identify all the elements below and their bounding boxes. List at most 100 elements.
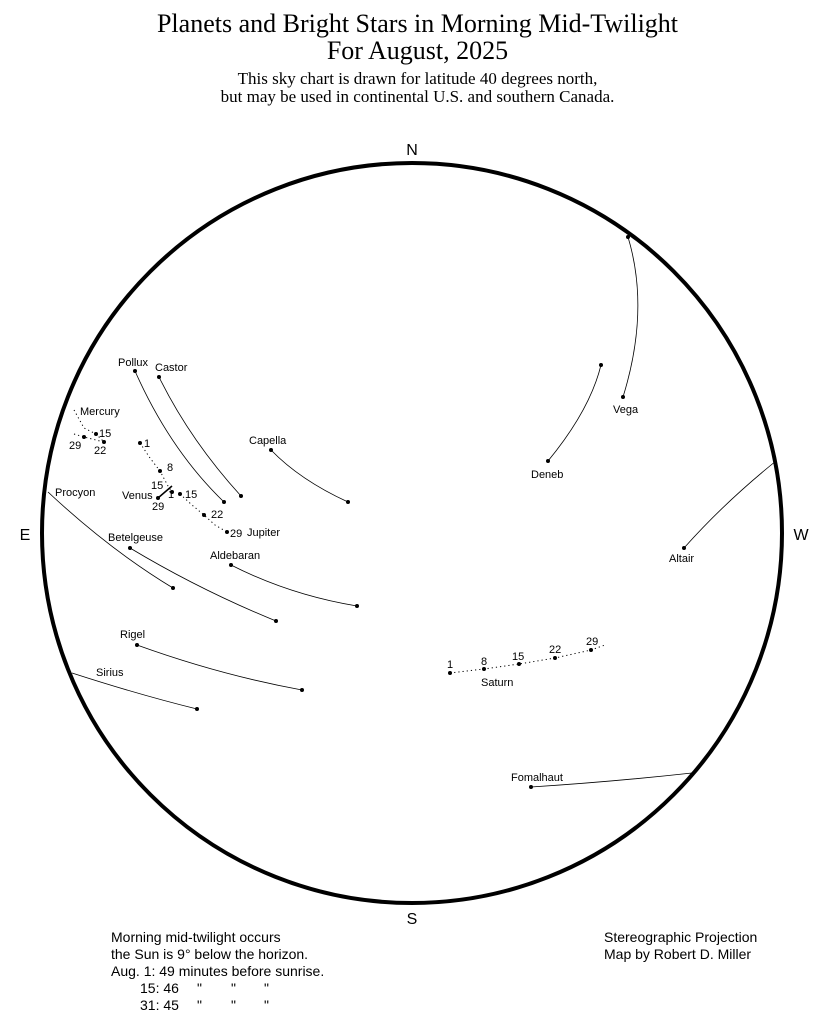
saturn-29-point [589, 648, 593, 652]
fomalhaut-point [529, 785, 533, 789]
rigel-track [136, 644, 303, 691]
saturn-22-point [553, 656, 557, 660]
rigel-point [135, 643, 139, 647]
sirius-track [71, 672, 198, 710]
label-mercury-15: 15 [99, 428, 111, 440]
twilight-note-line2: the Sun is 9° below the horizon. [111, 946, 309, 962]
betelgeuse-end-point [274, 619, 278, 623]
label-sirius: Sirius [96, 667, 124, 679]
fomalhaut-track [530, 772, 693, 788]
pollux-track [134, 370, 225, 503]
label-procyon: Procyon [55, 487, 95, 499]
label-venus-15: 15 [151, 480, 163, 492]
altair-point [682, 546, 686, 550]
label-saturn-15: 15 [512, 651, 524, 663]
procyon-end-point [171, 586, 175, 590]
label-deneb: Deneb [531, 469, 563, 481]
capella-track [270, 449, 349, 503]
projection-note: Stereographic Projection [604, 929, 758, 945]
venus-29-point [156, 496, 160, 500]
compass-west: W [793, 527, 809, 544]
saturn-track [449, 644, 606, 674]
label-pollux: Pollux [118, 357, 148, 369]
ditto-mark: " [231, 997, 236, 1013]
mercury-29-point [82, 435, 86, 439]
label-saturn-22: 22 [549, 644, 561, 656]
vega-track [622, 236, 639, 398]
label-capella: Capella [249, 435, 287, 447]
author-credit: Map by Robert D. Miller [604, 946, 752, 962]
venus-1-point [138, 441, 142, 445]
vega-point [621, 395, 625, 399]
twilight-note-line4: 15: 46 [140, 980, 179, 996]
label-mercury-22: 22 [94, 445, 106, 457]
label-mercury: Mercury [80, 406, 120, 418]
castor-point [157, 375, 161, 379]
venus-jupiter-crossing [157, 485, 173, 499]
castor-end-point [239, 494, 243, 498]
label-saturn-1: 1 [447, 659, 453, 671]
label-jupiter-29: 29 [230, 528, 242, 540]
aldebaran-point [229, 563, 233, 567]
label-venus-1: 1 [144, 438, 150, 450]
compass-south: S [407, 911, 418, 928]
label-venus-8: 8 [167, 462, 173, 474]
venus-8-point [158, 469, 162, 473]
twilight-note-line3: Aug. 1: 49 minutes before sunrise. [111, 963, 325, 979]
saturn-15-point [517, 662, 521, 666]
procyon-track [47, 491, 174, 589]
label-mercury-29: 29 [69, 440, 81, 452]
capella-end-point [346, 500, 350, 504]
compass-north: N [406, 142, 418, 159]
saturn-8-point [482, 667, 486, 671]
jupiter-track [179, 493, 228, 533]
venus-15-point [170, 490, 174, 494]
label-jupiter-1: 1 [168, 489, 174, 501]
capella-point [269, 448, 273, 452]
vega-start-point [626, 235, 630, 239]
chart-subtitle-region: but may be used in continental U.S. and … [220, 87, 615, 106]
altair-track [683, 460, 777, 549]
label-rigel: Rigel [120, 629, 145, 641]
ditto-mark: " [264, 997, 269, 1013]
ditto-mark: " [264, 980, 269, 996]
twilight-note-line1: Morning mid-twilight occurs [111, 929, 281, 945]
label-saturn-29: 29 [586, 636, 598, 648]
compass-east: E [20, 527, 31, 544]
rigel-end-point [300, 688, 304, 692]
label-aldebaran: Aldebaran [210, 550, 260, 562]
label-vega: Vega [613, 404, 639, 416]
horizon-circle [40, 161, 784, 905]
betelgeuse-point [128, 546, 132, 550]
castor-track [158, 376, 242, 497]
aldebaran-end-point [355, 604, 359, 608]
sirius-end-point [195, 707, 199, 711]
label-saturn: Saturn [481, 677, 513, 689]
jupiter-1-point [178, 492, 182, 496]
label-venus-22: 22 [211, 509, 223, 521]
deneb-point [546, 459, 550, 463]
chart-title: Planets and Bright Stars in Morning Mid-… [156, 9, 679, 38]
label-fomalhaut: Fomalhaut [511, 772, 563, 784]
pollux-end-point [222, 500, 226, 504]
venus-22-point [202, 513, 206, 517]
ditto-mark: " [197, 997, 202, 1013]
twilight-note-line5: 31: 45 [140, 997, 179, 1013]
label-jupiter: Jupiter [247, 527, 280, 539]
chart-subtitle-latitude: This sky chart is drawn for latitude 40 … [237, 69, 598, 88]
deneb-start-point [599, 363, 603, 367]
ditto-mark: " [231, 980, 236, 996]
saturn-1-point [448, 671, 452, 675]
label-altair: Altair [669, 553, 694, 565]
label-venus: Venus [122, 490, 153, 502]
label-saturn-8: 8 [481, 656, 487, 668]
deneb-track [547, 364, 602, 462]
label-venus-29: 29 [152, 501, 164, 513]
mercury-15-point [94, 432, 98, 436]
betelgeuse-track [129, 547, 277, 622]
aldebaran-track [230, 564, 358, 607]
label-jupiter-15: 15 [185, 489, 197, 501]
mercury-22-point [102, 440, 106, 444]
label-betelgeuse: Betelgeuse [108, 532, 163, 544]
